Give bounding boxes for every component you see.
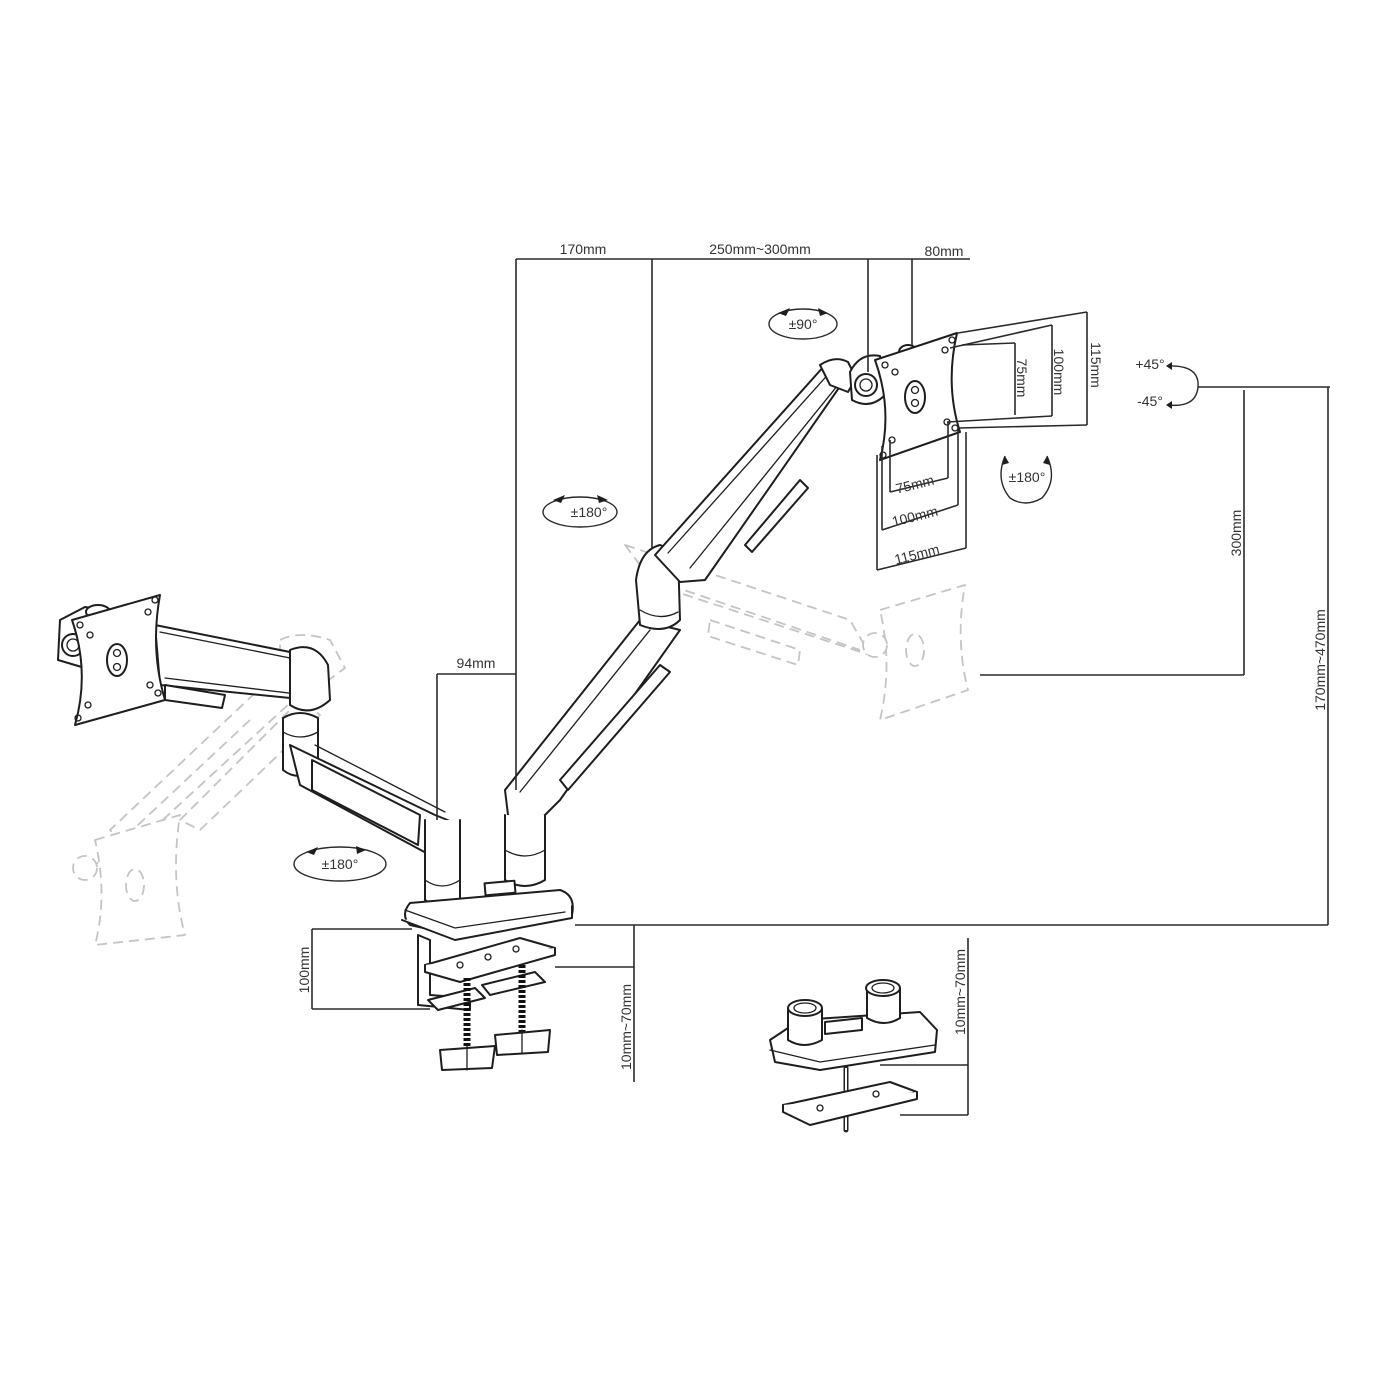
rotation-labels: ±90° +45° -45° ±180° ±180° ±180° [322, 316, 1165, 872]
label-170mm: 170mm [560, 241, 607, 257]
label-vesa-v-75: 75mm [1014, 359, 1030, 398]
label-tilt-minus: -45° [1137, 393, 1163, 409]
rotation-swivel-90 [768, 308, 838, 340]
label-lower-arm-180: ±180° [322, 856, 359, 872]
label-vesa-v-115: 115mm [1088, 342, 1104, 388]
label-clamp-100mm: 100mm [296, 947, 312, 994]
label-vesa-h-100: 100mm [890, 503, 939, 530]
label-grommet-thickness: 10mm~70mm [952, 949, 968, 1035]
label-80mm: 80mm [925, 243, 964, 259]
desk-clamp-base [401, 879, 574, 1071]
rotation-head-180 [1000, 455, 1053, 504]
label-upper-arm-180: ±180° [571, 504, 608, 520]
label-vesa-h-115: 115mm [893, 541, 941, 568]
label-head-180: ±180° [1009, 469, 1046, 485]
label-300mm: 300mm [1228, 510, 1244, 557]
rotation-lower-arm-180 [293, 846, 387, 882]
dimension-lines [311, 258, 1330, 1116]
label-vesa-v-100: 100mm [1051, 349, 1067, 396]
label-250-300mm: 250mm~300mm [709, 241, 811, 257]
vesa-plate-right [874, 332, 961, 461]
label-swivel-90: ±90° [789, 316, 818, 332]
rotation-upper-arm-180 [542, 495, 618, 528]
label-vesa-h-75: 75mm [894, 472, 936, 497]
label-94mm: 94mm [457, 655, 496, 671]
label-clamp-thickness: 10mm~70mm [618, 984, 634, 1070]
grommet-mount-base [769, 979, 938, 1133]
label-height-range: 170mm~470mm [1312, 609, 1328, 711]
right-monitor-arm [504, 344, 918, 887]
vesa-plate-left [71, 594, 166, 726]
ghost-positions [72, 544, 969, 946]
dimension-labels: 170mm 250mm~300mm 80mm 94mm 75mm 100mm 1… [296, 241, 1328, 1070]
rotation-tilt-45 [1166, 362, 1199, 409]
label-tilt-plus: +45° [1135, 356, 1164, 372]
